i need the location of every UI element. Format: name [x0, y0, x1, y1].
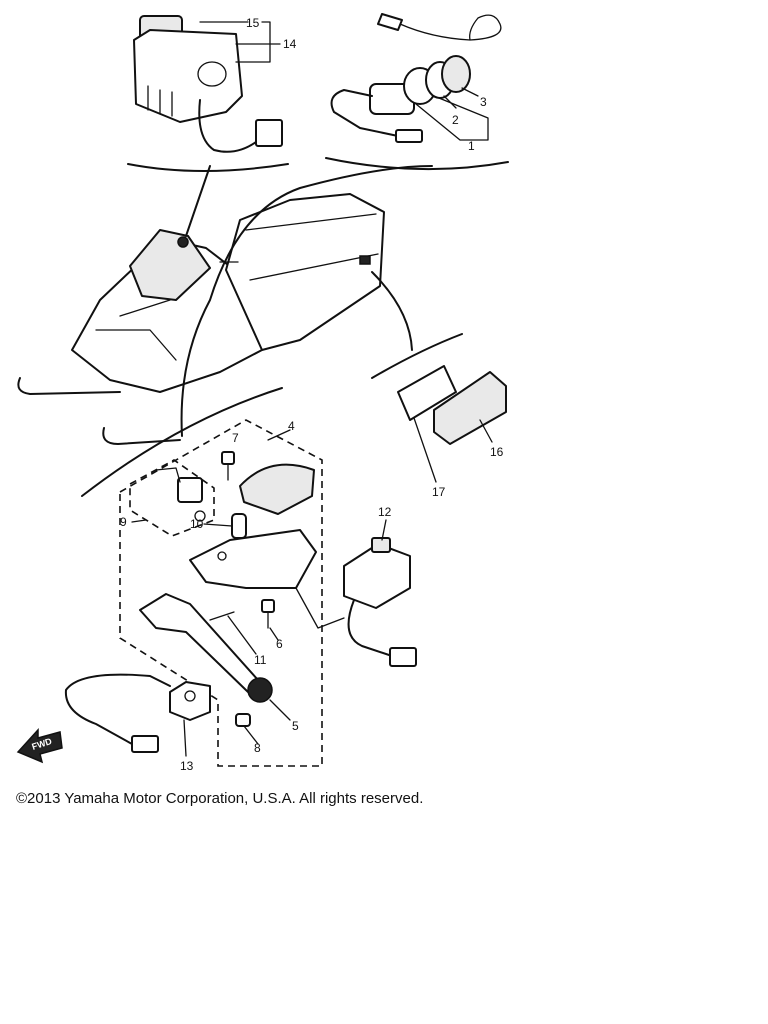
callout-11: 11 — [254, 653, 267, 667]
plate-hole — [217, 551, 227, 561]
leader-11 — [227, 615, 257, 655]
callout-6: 6 — [276, 637, 283, 651]
relay-12-connector — [389, 647, 417, 667]
callout-3: 3 — [480, 95, 487, 109]
callout-16: 16 — [490, 445, 504, 459]
callout-5: 5 — [292, 719, 299, 733]
relay-12-top — [371, 537, 391, 553]
inset-divider-top-left — [127, 163, 289, 172]
fwd-arrow-group: FWD — [16, 728, 63, 764]
dashed-box-4 — [119, 419, 323, 767]
snowmobile-ski-left — [17, 377, 121, 395]
leader-4 — [267, 429, 291, 441]
leader-14 — [235, 43, 281, 63]
relay-wire — [198, 99, 257, 153]
brake-switch-wire — [64, 673, 171, 745]
brake-lever-group — [64, 387, 345, 767]
callout-1: 1 — [468, 139, 475, 153]
leader-12 — [381, 519, 387, 541]
relay-mount-point — [177, 236, 189, 248]
callouts: 15 14 3 2 1 4 7 16 17 12 9 10 6 11 5 8 1… — [120, 16, 504, 773]
bracket-pin — [177, 477, 203, 503]
leader-3 — [461, 87, 479, 97]
bracket-washer — [194, 510, 206, 522]
callout-14: 14 — [283, 37, 297, 51]
taillight-group — [371, 271, 507, 483]
leader-15 — [199, 21, 271, 45]
relay-12-body — [343, 543, 411, 609]
lever-cover — [239, 463, 315, 515]
collar-10 — [231, 513, 247, 539]
wiring-loop — [180, 165, 433, 437]
switch-cap — [441, 55, 471, 93]
leader-5 — [269, 699, 291, 721]
switch-wire — [330, 89, 399, 137]
leader-17 — [413, 417, 437, 483]
taillight-marker — [359, 255, 371, 265]
callout-7: 7 — [232, 431, 239, 445]
lever-plate — [189, 529, 317, 589]
nut-8 — [235, 713, 251, 727]
snowmobile-side-panel — [95, 299, 177, 361]
lever-knob — [247, 677, 273, 703]
callout-12: 12 — [378, 505, 392, 519]
leader-9 — [131, 519, 147, 523]
leader-2 — [443, 95, 457, 109]
taillight-gasket — [397, 365, 457, 421]
bracket-clip — [155, 467, 181, 483]
parts-diagram: FWD 15 14 3 2 1 4 7 16 17 12 9 10 6 11 5… — [16, 13, 509, 773]
main-switch-group — [325, 13, 509, 171]
screw-7 — [221, 451, 235, 465]
relay-assembly-group — [127, 15, 289, 172]
dashed-box-9 — [129, 459, 215, 537]
snowmobile-seat-line — [245, 213, 379, 281]
taillight-divider — [371, 333, 463, 379]
callout-15: 15 — [246, 16, 260, 30]
relay-12-wire — [347, 599, 393, 657]
bolt-6 — [261, 599, 275, 613]
callout-10: 10 — [190, 517, 204, 531]
taillight-lens — [433, 371, 507, 445]
leader-8 — [243, 725, 259, 745]
brake-switch-connector — [131, 735, 159, 753]
callout-8: 8 — [254, 741, 261, 755]
snowmobile-ski-right — [102, 427, 181, 445]
arrow-to-relay — [185, 165, 211, 237]
leader-10 — [203, 523, 233, 527]
leader-6 — [269, 627, 279, 641]
callout-13: 13 — [180, 759, 194, 773]
lever-divider — [81, 387, 283, 497]
relay-connector — [255, 119, 283, 147]
key-lanyard — [399, 14, 502, 41]
snowmobile-seat — [225, 193, 385, 351]
copyright-notice: ©2013 Yamaha Motor Corporation, U.S.A. A… — [16, 790, 424, 807]
leader-13 — [183, 719, 187, 757]
callout-9: 9 — [120, 515, 127, 529]
relay-housing — [133, 29, 243, 123]
relay-socket — [197, 61, 227, 87]
callout-2: 2 — [452, 113, 459, 127]
leader-16 — [479, 419, 493, 443]
relay-12-group — [343, 519, 417, 667]
fwd-arrow-icon — [16, 728, 63, 764]
pin-small — [209, 611, 235, 621]
brake-lever — [139, 593, 259, 693]
callout-4: 4 — [288, 419, 295, 433]
callout-17: 17 — [432, 485, 446, 499]
leader-1 — [415, 95, 489, 141]
inset-divider-top-right — [325, 157, 509, 171]
relay-slots — [147, 85, 173, 117]
snowmobile-windshield — [129, 229, 211, 301]
brake-switch-hole — [184, 690, 196, 702]
key-clip — [377, 13, 403, 31]
switch-connector — [395, 129, 423, 143]
taillight-leader-wire — [371, 271, 413, 351]
leader-12-conn — [295, 587, 345, 629]
snowmobile-group — [17, 165, 433, 445]
